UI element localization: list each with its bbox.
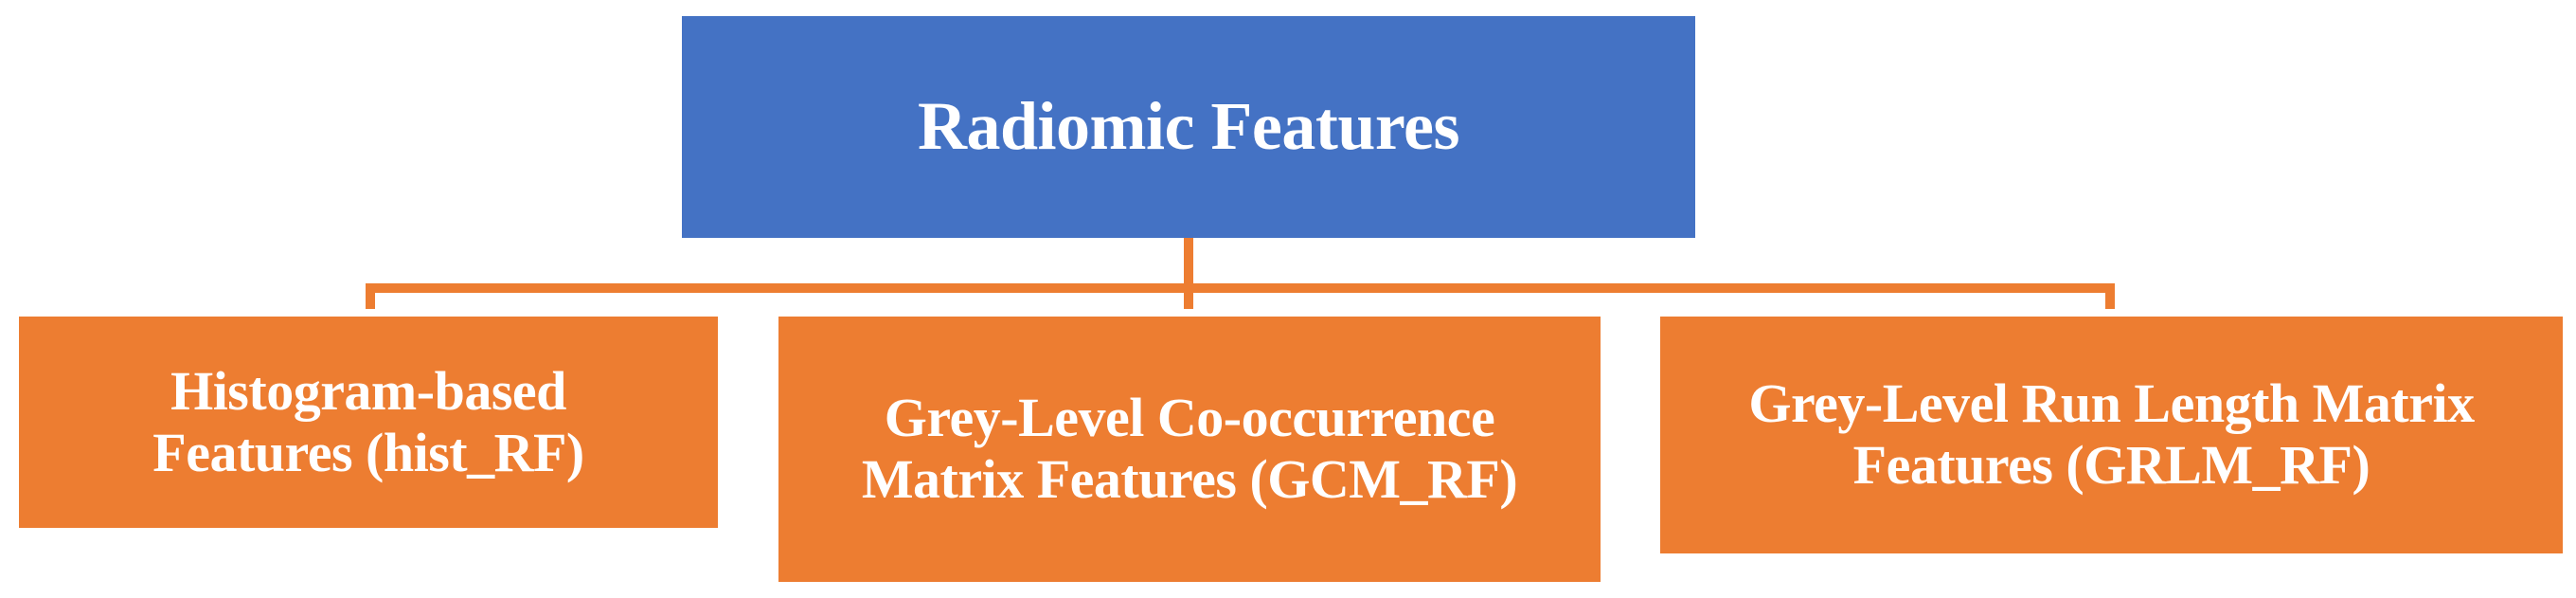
connector-horizontal-bar xyxy=(366,283,2115,293)
node-histogram-based-features-label: Histogram-based Features (hist_RF) xyxy=(152,359,584,484)
node-grlm-features-line1: Grey-Level Run Length Matrix xyxy=(1748,372,2475,435)
node-radiomic-features-label: Radiomic Features xyxy=(917,88,1460,165)
node-grlm-features-line2: Features (GRLM_RF) xyxy=(1852,434,2370,496)
connector-vertical-right xyxy=(2105,283,2115,309)
connector-vertical-middle xyxy=(1184,238,1193,309)
node-gcm-features-line2: Matrix Features (GCM_RF) xyxy=(861,448,1518,510)
node-gcm-features[interactable]: Grey-Level Co-occurrence Matrix Features… xyxy=(778,317,1601,582)
connector-vertical-left xyxy=(366,283,375,309)
node-radiomic-features[interactable]: Radiomic Features xyxy=(682,16,1695,238)
node-histogram-based-features-line2: Features (hist_RF) xyxy=(152,421,584,483)
node-gcm-features-line1: Grey-Level Co-occurrence xyxy=(884,387,1495,449)
node-histogram-based-features-line1: Histogram-based xyxy=(170,359,566,422)
node-grlm-features[interactable]: Grey-Level Run Length Matrix Features (G… xyxy=(1660,317,2563,553)
node-grlm-features-label: Grey-Level Run Length Matrix Features (G… xyxy=(1748,372,2475,497)
node-gcm-features-label: Grey-Level Co-occurrence Matrix Features… xyxy=(861,387,1518,511)
node-histogram-based-features[interactable]: Histogram-based Features (hist_RF) xyxy=(19,317,718,528)
